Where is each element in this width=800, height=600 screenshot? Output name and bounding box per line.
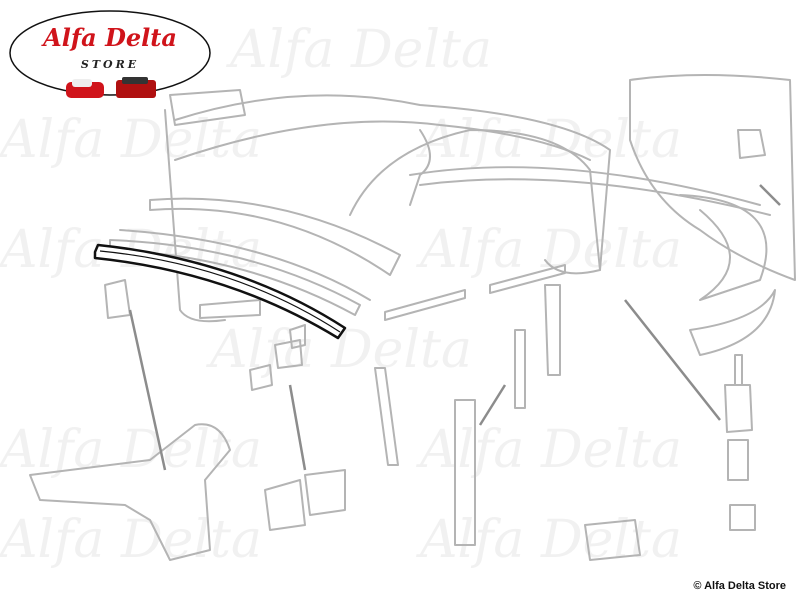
strap [374, 367, 399, 466]
side-rail [109, 239, 361, 316]
alfa-delta-store-logo: Alfa Delta STORE [9, 10, 211, 98]
rear-window [349, 129, 601, 275]
bracket-vertical [544, 284, 561, 376]
right-panel [629, 74, 796, 281]
hook [289, 324, 306, 349]
quarter-trim-2 [689, 289, 776, 356]
quarter-trim [679, 194, 768, 301]
callout-arrow [759, 184, 781, 206]
highlighted-weatherstrip-rail [93, 243, 347, 340]
top-clip [737, 129, 766, 159]
side-bow [409, 129, 431, 206]
copyright-notice: © Alfa Delta Store [693, 580, 786, 592]
top-frame-inner [174, 120, 591, 161]
hinge-plate [454, 399, 476, 546]
strip-2 [489, 264, 566, 294]
rear-rail-2 [419, 178, 771, 216]
spring [727, 439, 749, 481]
clip [249, 364, 273, 391]
lever-assembly [29, 423, 231, 561]
side-rail-2 [119, 229, 371, 301]
front-bow [149, 197, 401, 276]
screw [734, 354, 743, 386]
catch-plate [584, 519, 641, 561]
latch-bracket [304, 469, 346, 516]
top-frame [174, 94, 611, 271]
rear-rail [409, 166, 761, 206]
end-cap [729, 504, 756, 531]
latch-plate [264, 479, 306, 531]
header-bow [169, 89, 246, 126]
strap-bracket [199, 299, 261, 319]
svg-text:Alfa Delta: Alfa Delta [41, 23, 177, 52]
clip-2 [274, 339, 303, 369]
rod [164, 109, 226, 323]
callout-arrow [624, 299, 721, 421]
knob [724, 384, 753, 433]
bracket-left [104, 279, 131, 319]
callout-arrow [478, 384, 507, 426]
callout-arrow [288, 384, 307, 471]
bracket-small [514, 329, 526, 409]
strip-1 [384, 289, 466, 321]
svg-text:STORE: STORE [81, 58, 139, 71]
callout-arrow [128, 309, 167, 471]
highlighted-rail-inner [99, 250, 341, 333]
